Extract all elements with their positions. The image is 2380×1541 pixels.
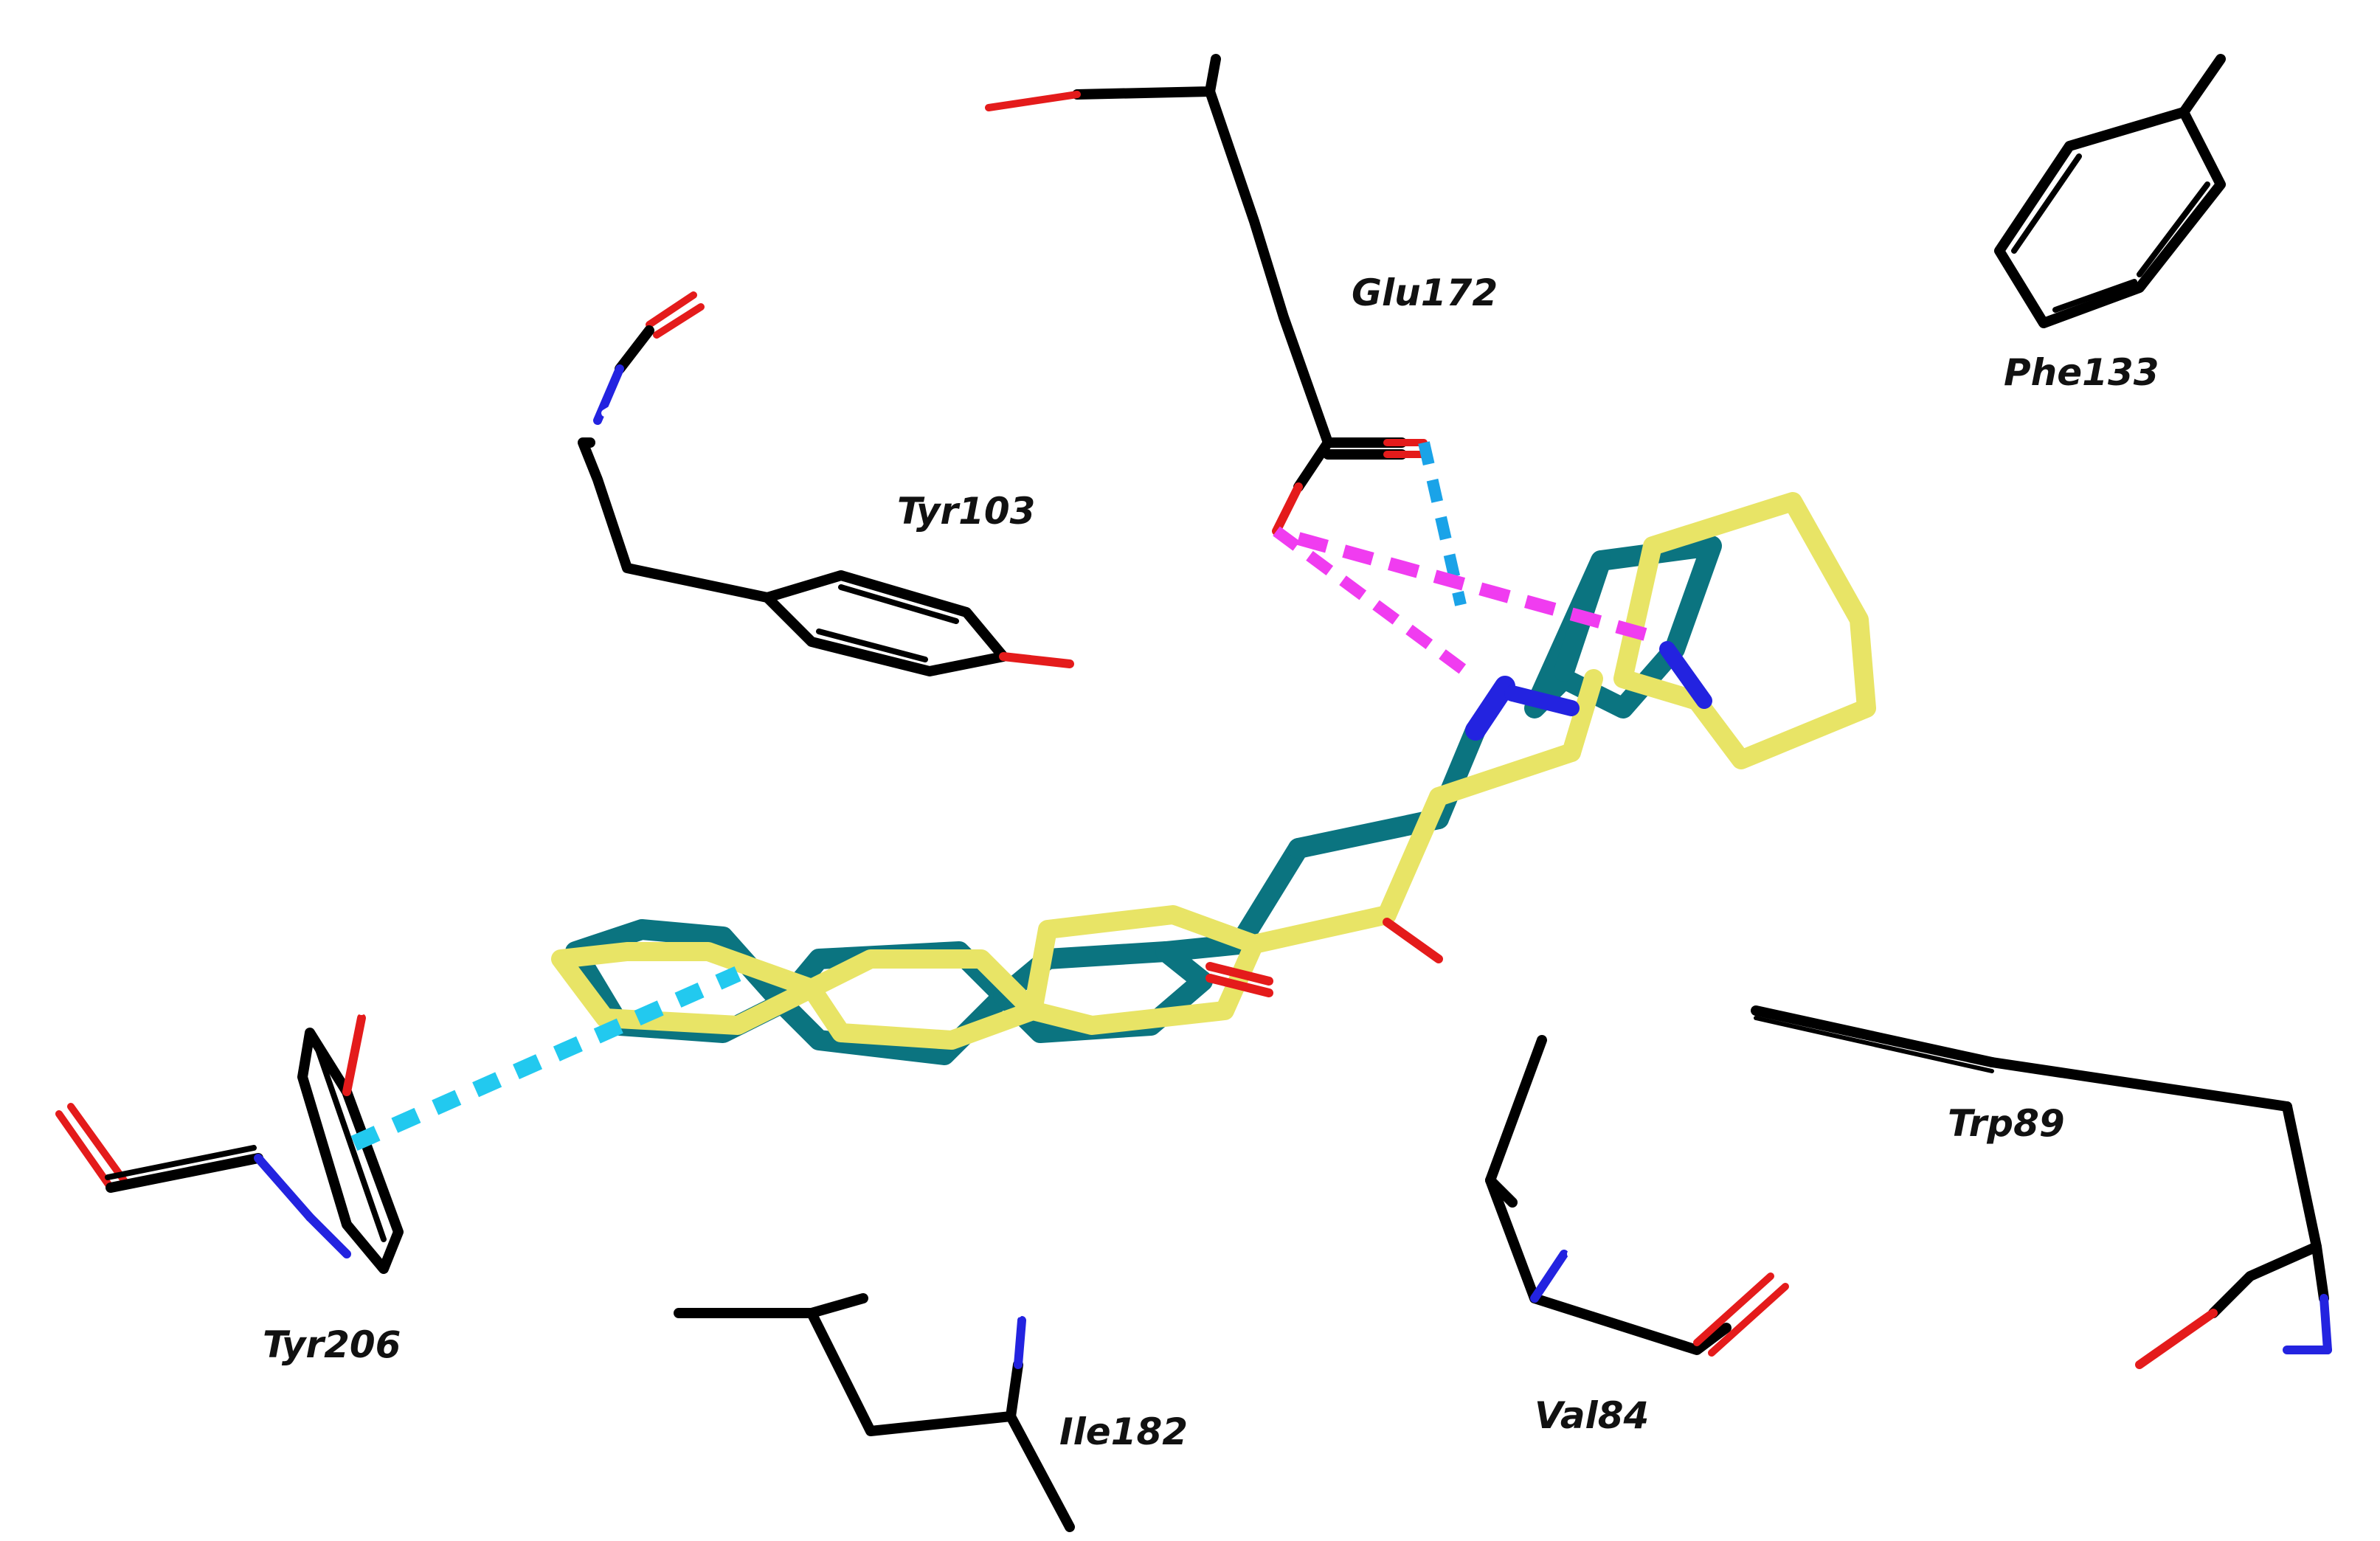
ligand-yellow	[551, 492, 1876, 1050]
residue-trp89	[1751, 1005, 2332, 1369]
protein-residues	[55, 54, 2332, 1532]
residue-glu172	[985, 54, 1428, 536]
ligand-teal	[565, 536, 1722, 1065]
ligands	[551, 492, 1876, 1065]
residue-tyr103	[578, 291, 1141, 676]
pi-stack-tyr206	[350, 966, 741, 1152]
label-val84: Val84	[1535, 1394, 1649, 1437]
hbond-glu172-teal	[1418, 441, 1467, 606]
saltbridge-glu172-teal	[1273, 526, 1479, 684]
ligand-heteroatoms	[1205, 604, 1757, 997]
label-ile182: Ile182	[1059, 1410, 1188, 1453]
saltbridge-glu172-yellow	[1296, 532, 1647, 641]
label-phe133: Phe133	[2004, 351, 2159, 394]
residue-val84	[1485, 1035, 1789, 1357]
interactions	[350, 441, 1647, 1152]
residue-tyr206	[55, 977, 404, 1274]
residue-phe133	[1994, 54, 2226, 328]
label-trp89: Trp89	[1948, 1102, 2065, 1145]
label-tyr103: Tyr103	[897, 490, 1035, 533]
residue-ile182	[674, 1293, 1075, 1532]
label-tyr206: Tyr206	[263, 1323, 401, 1366]
label-glu172: Glu172	[1352, 271, 1498, 314]
residue-labels: Glu172 Phe133 Tyr103 Trp89 Tyr206 Ile182…	[263, 271, 2159, 1453]
